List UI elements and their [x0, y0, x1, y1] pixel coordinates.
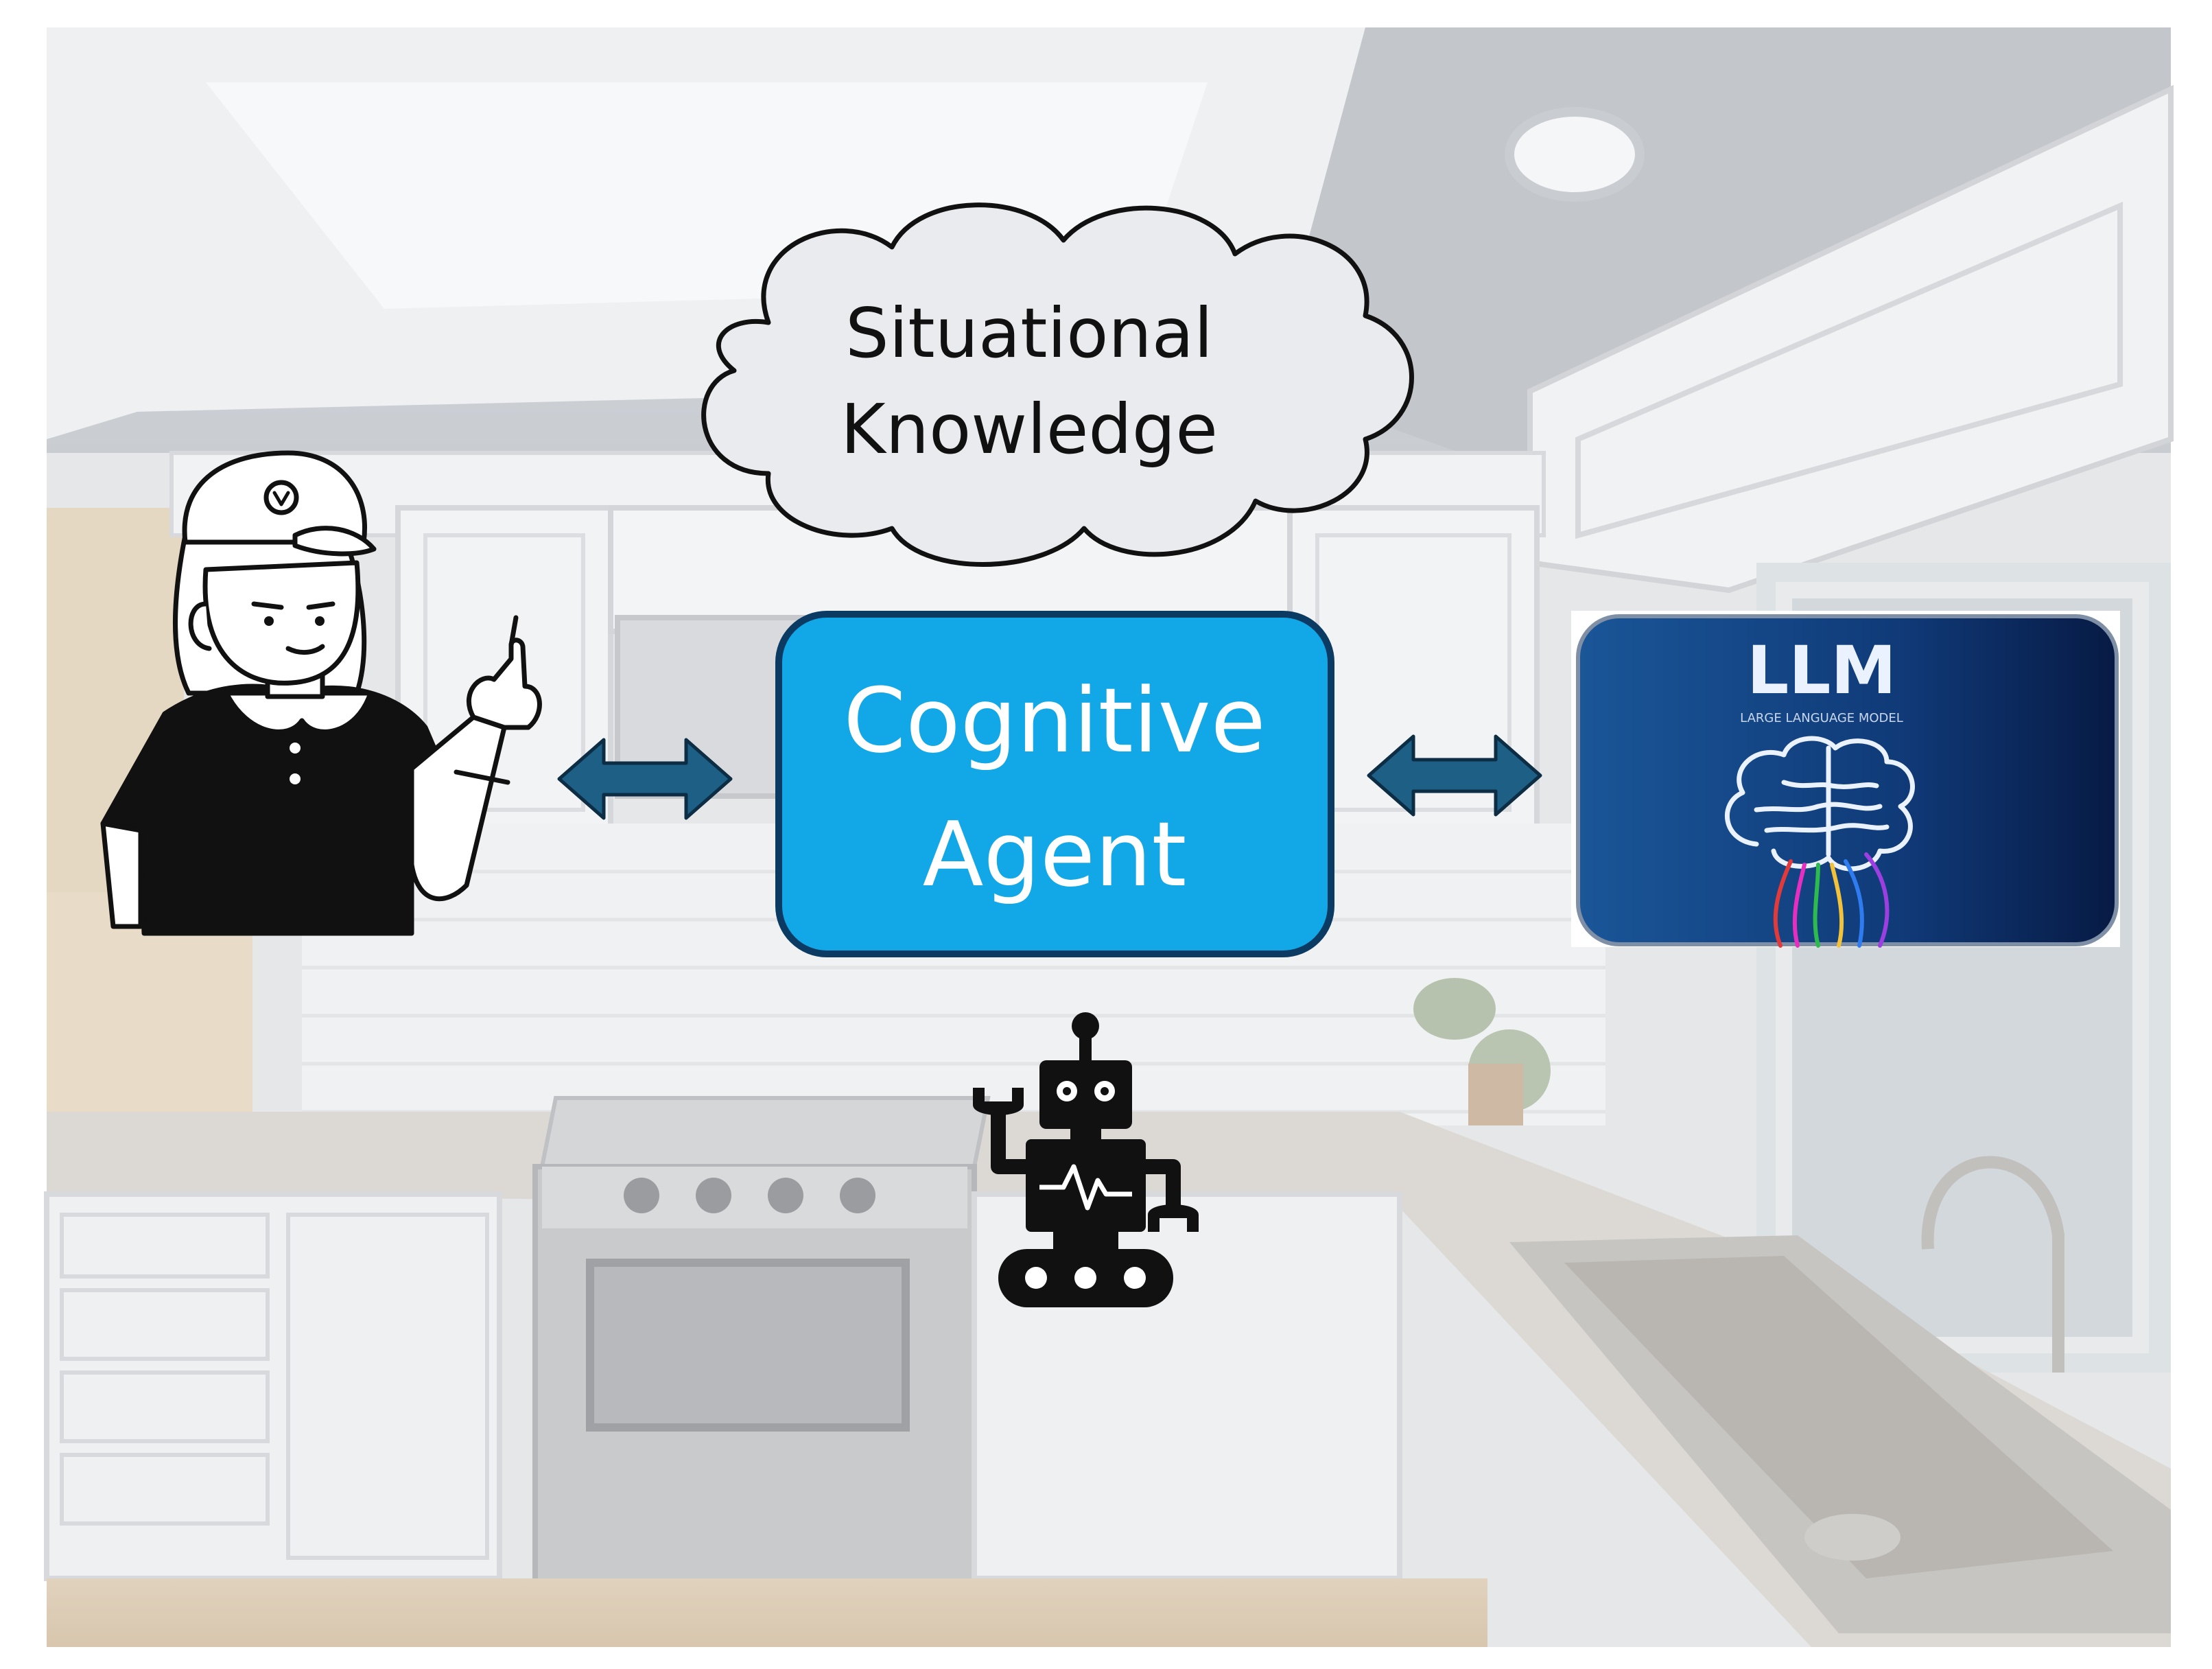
arrow-agent-llm	[1367, 734, 1542, 817]
brain-icon	[1724, 736, 1915, 872]
cloud-shape	[701, 202, 1414, 567]
cloud-line-2: Knowledge	[840, 389, 1218, 469]
woman-with-cap-pointing-icon	[100, 450, 542, 936]
llm-title: LLM	[1747, 632, 1896, 709]
agent-line-1: Cognitive	[843, 668, 1265, 773]
situational-knowledge-cloud: Situational Knowledge	[701, 202, 1414, 567]
arrow-person-agent	[557, 738, 733, 820]
llm-subtitle: LARGE LANGUAGE MODEL	[1740, 711, 1903, 725]
cognitive-agent-box: Cognitive Agent	[775, 611, 1334, 957]
llm-box: LLM LARGE LANGUAGE MODEL	[1571, 611, 2120, 948]
double-headed-arrow-icon	[1367, 734, 1542, 817]
agent-line-2: Agent	[923, 802, 1187, 907]
brain-cables-icon	[1773, 852, 1890, 948]
cloud-line-1: Situational	[845, 293, 1213, 373]
robot-icon	[973, 1012, 1199, 1307]
double-headed-arrow-icon	[557, 738, 733, 820]
